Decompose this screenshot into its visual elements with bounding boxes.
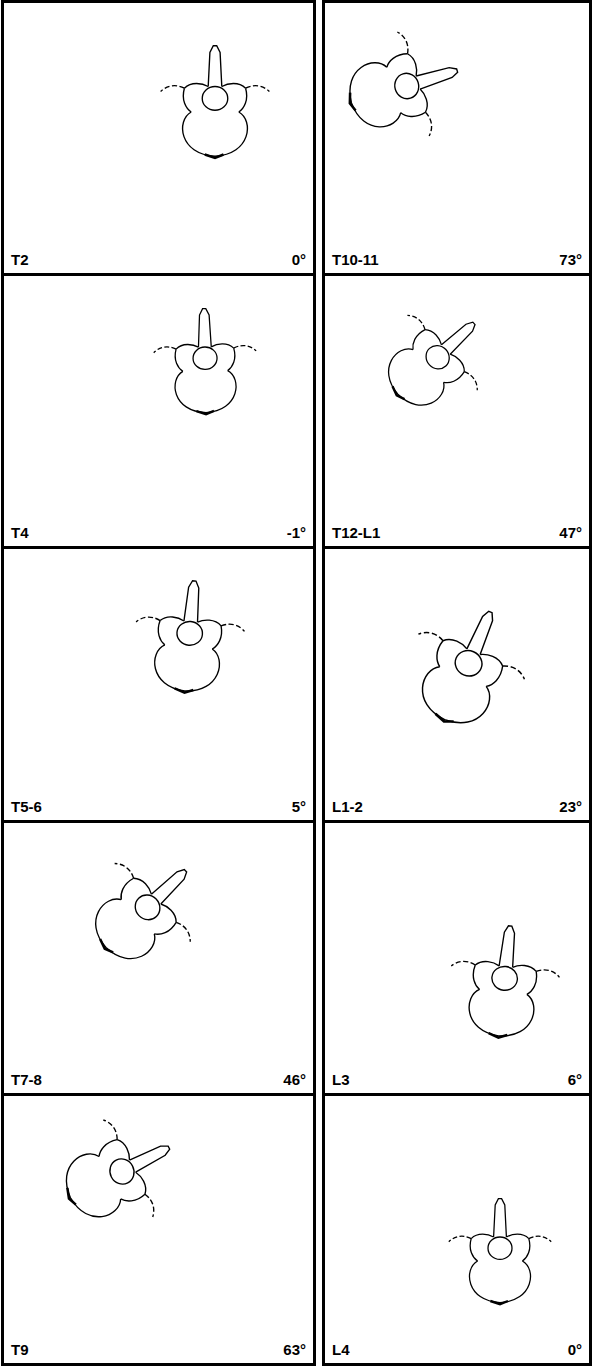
level-label: T10-11: [331, 251, 380, 268]
rotation-angle: 0°: [567, 1341, 583, 1358]
vertebra-panel: L3 6°: [322, 820, 592, 1096]
vertebra-panel: T10-11 73°: [322, 0, 592, 276]
level-label: T4: [10, 524, 30, 541]
rotation-angle: 63°: [282, 1341, 307, 1358]
vertebra-t5-6: [130, 576, 248, 697]
level-label: T12-L1: [331, 524, 381, 541]
rotation-angle: 46°: [282, 1071, 307, 1088]
vertebra-l1-2: [391, 589, 543, 743]
level-label: T9: [10, 1341, 30, 1358]
rotation-angle: 5°: [291, 798, 307, 815]
vertebra-t12-l1: [362, 286, 509, 433]
rotation-angle: 6°: [567, 1071, 583, 1088]
level-label: T7-8: [10, 1071, 43, 1088]
rotation-angle: 23°: [558, 798, 583, 815]
vertebra-panel: L4 0°: [322, 1093, 592, 1366]
vertebra-panel: T12-L1 47°: [322, 273, 592, 549]
vertebra-panel: T7-8 46°: [1, 820, 316, 1096]
rotation-angle: 73°: [558, 251, 583, 268]
vertebra-panel: T4 -1°: [1, 273, 316, 549]
level-label: L4: [331, 1341, 351, 1358]
vertebra-t7-8: [67, 832, 223, 988]
level-label: T2: [10, 251, 30, 268]
vertebra-panel: T2 0°: [1, 0, 316, 276]
vertebra-t10-11: [334, 19, 473, 156]
level-label: T5-6: [10, 798, 43, 815]
vertebra-panel: L1-2 23°: [322, 546, 592, 823]
vertebra-l4: [449, 1199, 551, 1305]
rotation-angle: 47°: [558, 524, 583, 541]
vertebra-t2: [161, 46, 270, 158]
vertebra-panel: T5-6 5°: [1, 546, 316, 823]
level-label: L3: [331, 1071, 351, 1088]
vertebra-panel: T9 63°: [1, 1093, 316, 1366]
vertebra-t9: [44, 1099, 193, 1247]
level-label: L1-2: [331, 798, 364, 815]
rotation-angle: -1°: [286, 524, 307, 541]
vertebra-t4: [153, 308, 257, 415]
vertebra-l3: [444, 920, 564, 1043]
rotation-angle: 0°: [291, 251, 307, 268]
